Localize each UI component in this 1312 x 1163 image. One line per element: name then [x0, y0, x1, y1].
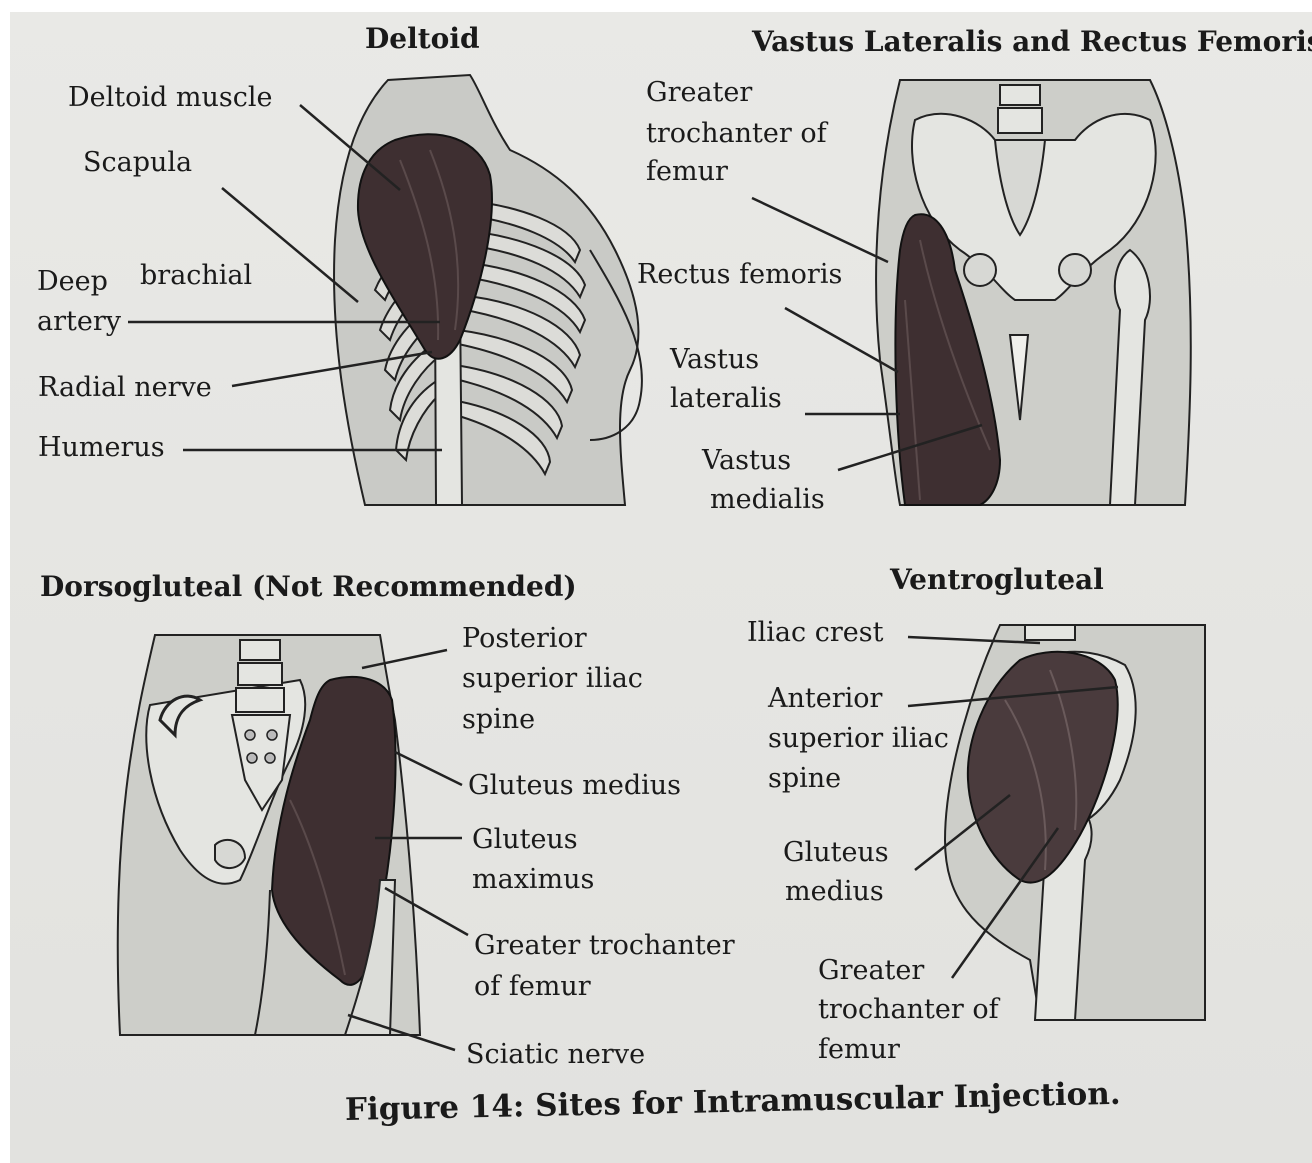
- vastus-illustration: [876, 80, 1191, 505]
- vastus-title: Vastus Lateralis and Rectus Femoris: [752, 25, 1312, 58]
- label-psis-line2: superior iliac: [462, 659, 643, 699]
- label-ventro-greater-trochanter-line1: Greater: [818, 951, 924, 991]
- label-dorso-greater-trochanter-line2: of femur: [474, 967, 591, 1007]
- label-ventro-gluteus-medius-line1: Gluteus: [783, 833, 889, 873]
- label-dorso-greater-trochanter-line1: Greater trochanter: [474, 926, 735, 966]
- label-ventro-greater-trochanter-line3: femur: [818, 1030, 900, 1070]
- label-ventro-gluteus-medius-line2: medius: [785, 872, 884, 912]
- label-gluteus-maximus-line1: Gluteus: [472, 820, 578, 860]
- label-deep-brachial-line3: artery: [37, 302, 121, 342]
- ventrogluteal-illustration: [945, 625, 1205, 1020]
- label-vastus-medialis-line1: Vastus: [702, 441, 791, 481]
- label-rectus-femoris: Rectus femoris: [637, 255, 842, 295]
- label-deep-brachial-line2: brachial: [140, 256, 252, 296]
- label-deltoid-muscle: Deltoid muscle: [68, 78, 272, 118]
- label-humerus: Humerus: [38, 428, 165, 468]
- label-greater-trochanter-line3: femur: [646, 152, 728, 192]
- label-radial-nerve: Radial nerve: [38, 368, 212, 408]
- label-greater-trochanter-line2: trochanter of: [646, 114, 827, 154]
- label-vastus-lateralis-line2: lateralis: [670, 379, 782, 419]
- label-deep-brachial-line1: Deep: [37, 262, 108, 302]
- dorsogluteal-illustration: [118, 635, 420, 1035]
- label-iliac-crest: Iliac crest: [747, 613, 883, 653]
- label-scapula: Scapula: [83, 143, 192, 183]
- deltoid-illustration: [334, 75, 642, 505]
- label-asis-line1: Anterior: [768, 679, 882, 719]
- label-ventro-greater-trochanter-line2: trochanter of: [818, 990, 999, 1030]
- label-greater-trochanter-line1: Greater: [646, 73, 752, 113]
- label-asis-line2: superior iliac: [768, 719, 949, 759]
- label-psis-line3: spine: [462, 700, 535, 740]
- label-sciatic-nerve: Sciatic nerve: [466, 1035, 645, 1075]
- label-gluteus-maximus-line2: maximus: [472, 860, 594, 900]
- label-gluteus-medius: Gluteus medius: [468, 766, 681, 806]
- label-vastus-medialis-line2: medialis: [710, 480, 825, 520]
- label-vastus-lateralis-line1: Vastus: [670, 340, 759, 380]
- deltoid-title: Deltoid: [365, 22, 480, 55]
- ventrogluteal-title: Ventrogluteal: [890, 563, 1104, 596]
- dorsogluteal-title: Dorsogluteal (Not Recommended): [40, 570, 577, 603]
- label-asis-line3: spine: [768, 759, 841, 799]
- label-psis-line1: Posterior: [462, 619, 587, 659]
